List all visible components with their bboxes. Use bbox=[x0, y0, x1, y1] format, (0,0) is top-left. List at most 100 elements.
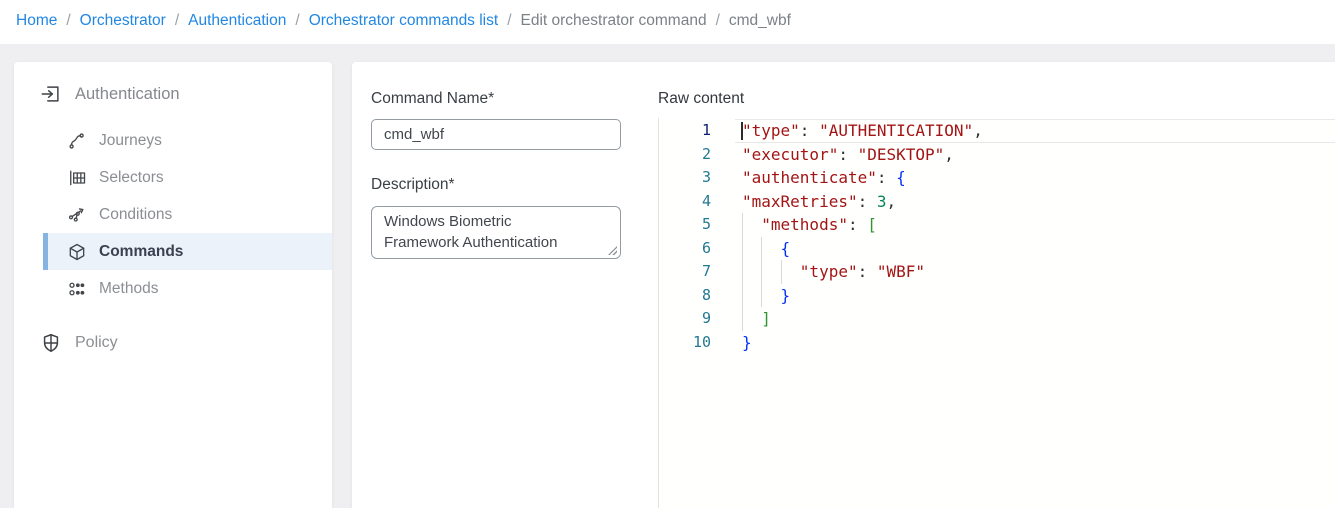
code-text: "executor": "DESKTOP", bbox=[742, 143, 954, 167]
breadcrumb-item: cmd_wbf bbox=[728, 12, 791, 29]
line-number: 2 bbox=[701, 144, 711, 163]
code-token bbox=[742, 286, 781, 305]
sidebar-header-authentication[interactable]: Authentication bbox=[14, 62, 332, 105]
code-line[interactable]: 1"type": "AUTHENTICATION", bbox=[659, 119, 1335, 143]
breadcrumb-separator: / bbox=[715, 12, 720, 29]
resize-handle[interactable] bbox=[608, 246, 617, 255]
code-token: "maxRetries" bbox=[742, 191, 858, 211]
indent-guide bbox=[742, 283, 743, 307]
authentication-icon bbox=[40, 83, 62, 105]
indent-guide bbox=[742, 236, 743, 260]
sidebar-item-conditions[interactable]: Conditions bbox=[43, 196, 332, 233]
methods-icon bbox=[67, 279, 87, 299]
code-line[interactable]: 8 } bbox=[659, 283, 1335, 308]
indent-guide bbox=[742, 260, 743, 284]
sidebar-footer-nav: Policy bbox=[14, 324, 332, 361]
code-token: "executor" bbox=[742, 144, 839, 164]
breadcrumb-separator: / bbox=[66, 12, 71, 29]
code-token: "WBF" bbox=[876, 262, 926, 281]
breadcrumb-bar: Home / Orchestrator / Authentication / Orchest… bbox=[0, 0, 1335, 44]
code-text: ] bbox=[742, 307, 771, 331]
code-token: "authenticate" bbox=[742, 168, 877, 187]
sidebar-item-label: Commands bbox=[99, 242, 184, 260]
code-line[interactable]: 10} bbox=[659, 331, 1335, 355]
raw-content-label: Raw content bbox=[658, 90, 745, 107]
code-token bbox=[742, 239, 781, 258]
code-token: "type" bbox=[742, 121, 800, 140]
code-lines: 1"type": "AUTHENTICATION",2 "executor": "… bbox=[659, 119, 1335, 354]
line-number: 6 bbox=[701, 238, 711, 257]
breadcrumb-item[interactable]: Orchestrator commands list bbox=[308, 12, 499, 29]
description-textarea[interactable]: Windows Biometric Framework Authenticati… bbox=[371, 206, 621, 259]
command-name-input[interactable] bbox=[371, 119, 621, 150]
code-token: , bbox=[973, 121, 983, 140]
code-text: } bbox=[742, 284, 791, 308]
code-line[interactable]: 2 "executor": "DESKTOP", bbox=[659, 143, 1335, 167]
selectors-icon bbox=[67, 168, 87, 188]
code-token: "methods" bbox=[761, 215, 848, 234]
line-number: 10 bbox=[692, 332, 711, 351]
code-line[interactable]: 7 "type": "WBF" bbox=[659, 260, 1335, 284]
current-line-highlight bbox=[735, 119, 1335, 143]
breadcrumb-item[interactable]: Home bbox=[16, 12, 58, 29]
code-line[interactable]: 5 "methods": [ bbox=[659, 213, 1335, 237]
code-line[interactable]: 3 "authenticate": { bbox=[659, 166, 1335, 190]
code-text: { bbox=[742, 237, 791, 261]
main-panel: Command Name* Description* Windows Biome… bbox=[352, 62, 1335, 508]
command-name-label: Command Name* bbox=[371, 90, 495, 107]
code-token: ] bbox=[761, 309, 771, 328]
command-form: Command Name* Description* Windows Biome… bbox=[371, 90, 621, 259]
code-token: : bbox=[857, 191, 877, 211]
code-token: } bbox=[780, 285, 791, 305]
sidebar-item-policy[interactable]: Policy bbox=[14, 324, 332, 361]
code-token: , bbox=[886, 191, 897, 211]
indent-guide bbox=[761, 283, 763, 307]
code-token: "type" bbox=[799, 262, 858, 281]
breadcrumb: Home / Orchestrator / Authentication / Orchest… bbox=[0, 0, 1335, 30]
code-text: "authenticate": { bbox=[742, 166, 906, 190]
code-token: "DESKTOP" bbox=[857, 144, 945, 164]
breadcrumb-item[interactable]: Authentication bbox=[188, 12, 287, 29]
code-token bbox=[742, 309, 761, 328]
conditions-icon bbox=[67, 205, 87, 225]
code-editor[interactable]: 1"type": "AUTHENTICATION",2 "executor": "… bbox=[658, 118, 1335, 508]
breadcrumb-separator: / bbox=[507, 12, 512, 29]
code-line[interactable]: 6 { bbox=[659, 236, 1335, 261]
code-token: : bbox=[799, 121, 820, 140]
code-text: "type": "WBF" bbox=[742, 260, 925, 284]
line-number: 5 bbox=[701, 215, 711, 233]
code-text: "maxRetries": 3, bbox=[742, 190, 896, 214]
policy-icon bbox=[40, 332, 62, 354]
code-token: : bbox=[847, 215, 868, 234]
code-line[interactable]: 4 "maxRetries": 3, bbox=[659, 190, 1335, 214]
code-text: "methods": [ bbox=[742, 213, 877, 237]
sidebar-item-label: Conditions bbox=[99, 205, 173, 223]
code-token: 3 bbox=[876, 191, 887, 211]
line-number: 3 bbox=[701, 168, 711, 186]
sidebar-item-journeys[interactable]: Journeys bbox=[43, 122, 332, 159]
sidebar-item-label: Selectors bbox=[99, 168, 164, 186]
code-token: : bbox=[838, 144, 858, 164]
code-line[interactable]: 9 ] bbox=[659, 307, 1335, 331]
sidebar-item-label: Methods bbox=[99, 279, 159, 297]
indent-guide bbox=[761, 236, 763, 260]
indent-guide bbox=[742, 213, 743, 237]
breadcrumb-separator: / bbox=[295, 12, 300, 29]
sidebar-item-selectors[interactable]: Selectors bbox=[43, 159, 332, 196]
code-token: , bbox=[944, 144, 954, 164]
breadcrumb-separator: / bbox=[174, 12, 180, 29]
line-number: 4 bbox=[701, 191, 711, 210]
indent-guide bbox=[742, 307, 743, 331]
indent-guide bbox=[780, 260, 782, 284]
sidebar-item-methods[interactable]: Methods bbox=[43, 270, 332, 307]
sidebar-item-commands[interactable]: Commands bbox=[43, 233, 332, 270]
line-number: 9 bbox=[701, 309, 711, 327]
breadcrumb-item[interactable]: Orchestrator bbox=[79, 12, 166, 29]
code-text: } bbox=[742, 331, 752, 355]
line-number: 7 bbox=[701, 262, 711, 280]
indent-guide bbox=[761, 260, 763, 284]
description-field-wrap: Windows Biometric Framework Authenticati… bbox=[371, 206, 621, 259]
sidebar-header-label: Authentication bbox=[75, 84, 180, 103]
